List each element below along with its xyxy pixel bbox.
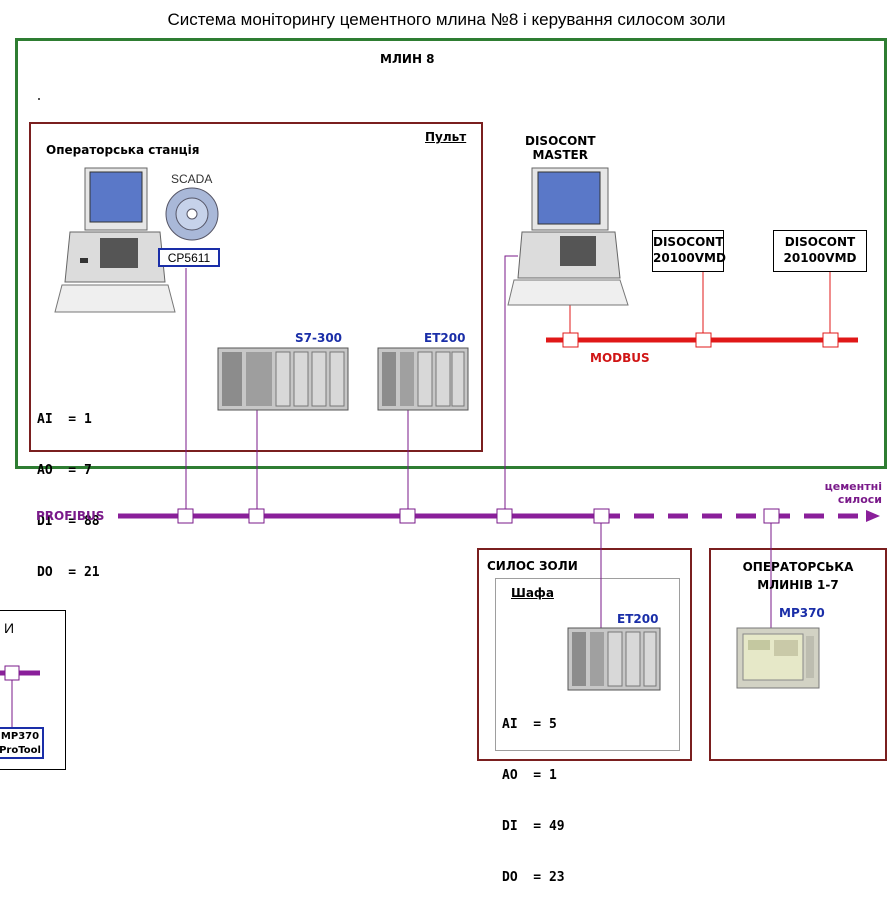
ash-io-ai: AI = 5 (502, 717, 557, 732)
mill-io-ai: AI = 1 (37, 412, 92, 427)
s7-300-label: S7-300 (295, 331, 343, 345)
console-label: Пульт (425, 130, 467, 144)
ash-io-do: DO = 23 (502, 870, 565, 885)
left-mp370-protool-box: MP370 ProTool (0, 727, 44, 759)
mill-8-frame (15, 38, 887, 469)
operator-station-computer-icon (54, 167, 176, 313)
disocont-master-line1: DISOCONT (525, 134, 596, 148)
console-frame (29, 122, 483, 452)
operator-station-label: Операторська станція (46, 143, 200, 157)
left-mp-line2: ProTool (0, 745, 41, 756)
left-mp-line1: MP370 (0, 731, 40, 742)
profibus-label: PROFIBUS (36, 509, 105, 523)
vmd1-line2: 20100VMD (653, 251, 726, 265)
ash-io-ao: AO = 1 (502, 768, 557, 783)
cement-silos-line2: силоси (837, 493, 882, 506)
operator-mills-line2: МЛИНІВ 1-7 (757, 578, 839, 592)
vmd1-line1: DISOCONT (653, 235, 724, 249)
mill-io-counts: AI = 1 AO = 7 DI = 88 DO = 21 (37, 377, 100, 598)
ash-io-di: DI = 49 (502, 819, 565, 834)
scada-label: SCADA (171, 172, 213, 186)
cabinet-label: Шафа (511, 586, 554, 600)
scada-cd-icon (165, 187, 219, 241)
disocont-master-label: DISOCONT MASTER (525, 134, 596, 162)
cement-silos-label: цементні силоси (820, 480, 882, 506)
mill-io-do: DO = 21 (37, 565, 100, 580)
modbus-label: MODBUS (590, 351, 650, 365)
vmd2-line2: 20100VMD (783, 251, 857, 265)
mill-dot (38, 98, 40, 100)
et200-ash-silo-icon (567, 627, 661, 691)
diagram-title: Система моніторингу цементного млина №8 … (167, 10, 726, 29)
et200-mill-icon (377, 347, 469, 411)
ash-silo-label: СИЛОС ЗОЛИ (487, 559, 578, 573)
ash-silo-frame (477, 548, 692, 761)
disocont-vmd-box-2: DISOCONT 20100VMD (773, 230, 867, 272)
operator-mills-label: ОПЕРАТОРСЬКА МЛИНІВ 1-7 (709, 558, 887, 594)
diagram-graphics (0, 167, 880, 727)
mill-8-label: МЛИН 8 (380, 52, 435, 66)
mill-io-di: DI = 88 (37, 514, 100, 529)
s7-300-plc-icon (217, 347, 349, 411)
cabinet-frame (495, 578, 680, 751)
mill-io-ao: AO = 7 (37, 463, 92, 478)
disocont-master-line2: MASTER (532, 148, 589, 162)
vmd2-line1: DISOCONT (784, 235, 856, 249)
mp370-label: MP370 (779, 606, 825, 620)
ash-silo-io-counts: AI = 5 AO = 1 DI = 49 DO = 23 (502, 682, 565, 903)
mp370-touch-panel-icon (736, 627, 820, 689)
disocont-master-computer-icon (507, 167, 629, 306)
cp5611-card: CP5611 (158, 248, 220, 267)
disocont-vmd-box-1: DISOCONT 20100VMD (652, 230, 726, 272)
operator-mills-line1: ОПЕРАТОРСЬКА (742, 560, 854, 574)
left-partial-letter: И (4, 620, 15, 636)
cement-silos-line1: цементні (824, 480, 882, 493)
et200-ash-silo-label: ET200 (617, 612, 659, 626)
et200-mill-label: ET200 (424, 331, 466, 345)
operator-mills-frame (709, 548, 887, 761)
